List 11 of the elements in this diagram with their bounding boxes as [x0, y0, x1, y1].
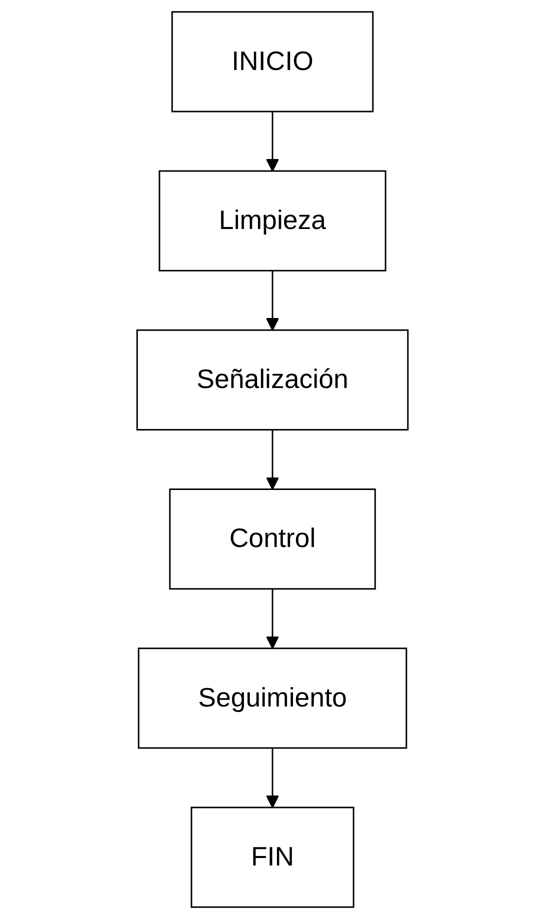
arrow: [266, 270, 280, 331]
node-box: INICIO: [171, 11, 374, 112]
node-box: Control: [169, 488, 376, 590]
node-box: Seguimiento: [138, 648, 408, 749]
arrow: [266, 588, 280, 649]
node-box: Señalización: [136, 329, 409, 430]
arrow: [266, 430, 280, 490]
node-box: FIN: [190, 806, 354, 908]
arrow: [266, 748, 280, 808]
arrow: [266, 112, 280, 172]
node-box: Limpieza: [158, 170, 386, 272]
